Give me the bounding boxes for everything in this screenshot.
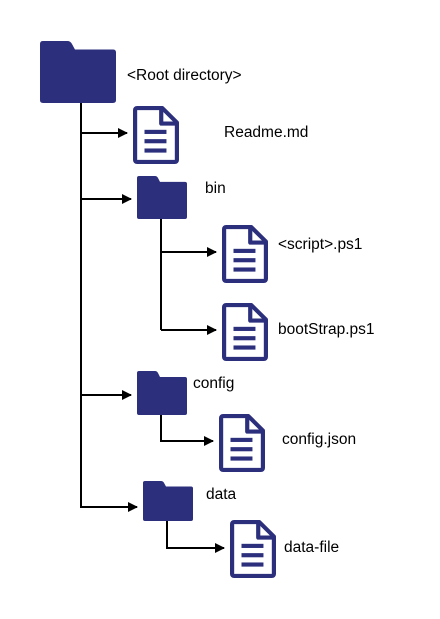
root-directory-label: <Root directory> <box>127 67 242 84</box>
root-directory-node: <Root directory> <box>40 41 242 103</box>
connector-lines <box>80 103 225 553</box>
file-icon <box>232 522 274 576</box>
folder-label-data: data <box>206 486 237 503</box>
file-node-config-json: config.json <box>221 416 356 470</box>
file-label-script: <script>.ps1 <box>278 236 362 253</box>
folder-icon <box>137 371 187 415</box>
file-icon <box>135 108 177 162</box>
file-node-readme: Readme.md <box>135 108 308 162</box>
folder-icon <box>40 41 116 103</box>
file-icon <box>224 227 266 281</box>
file-icon <box>221 416 263 470</box>
file-node-script: <script>.ps1 <box>224 227 362 281</box>
file-icon <box>224 305 266 359</box>
file-label-readme: Readme.md <box>224 124 308 141</box>
file-node-data-file: data-file <box>232 522 339 576</box>
config-branch-line <box>160 415 214 446</box>
folder-node-data: data <box>143 481 237 521</box>
folder-icon <box>143 481 193 521</box>
folder-icon <box>137 176 187 219</box>
folder-node-bin: bin <box>137 176 226 219</box>
file-node-bootstrap: bootStrap.ps1 <box>224 305 375 359</box>
folder-node-config: config <box>137 371 234 415</box>
file-label-data-file: data-file <box>284 539 339 556</box>
folder-label-bin: bin <box>205 180 226 197</box>
file-label-config-json: config.json <box>282 431 356 448</box>
file-label-bootstrap: bootStrap.ps1 <box>278 321 375 338</box>
data-branch-line <box>166 521 225 553</box>
folder-label-config: config <box>193 375 234 392</box>
